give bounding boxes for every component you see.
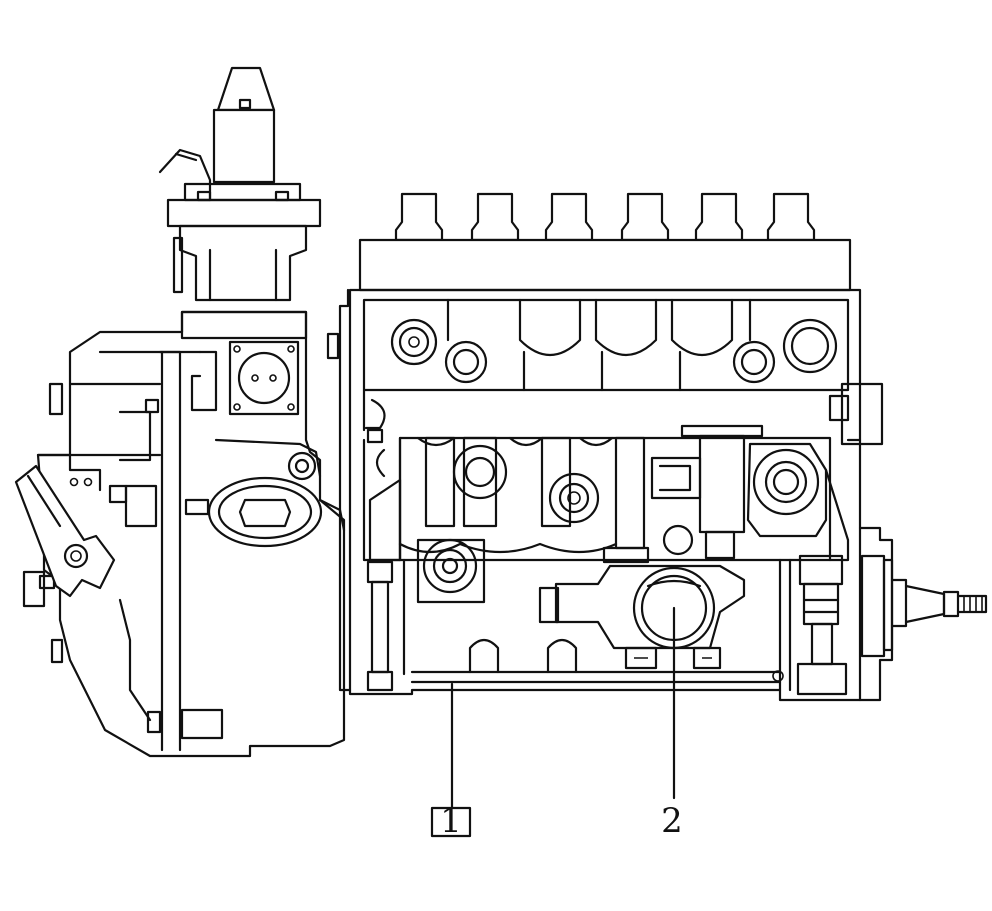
- control-lever: [14, 464, 116, 598]
- pump-body: [326, 192, 988, 702]
- actuator-tower: [158, 66, 322, 302]
- callout-2-label: 2: [661, 801, 683, 841]
- callout-2: 2: [661, 606, 683, 841]
- callout-1-label: 1: [440, 801, 462, 841]
- callout-1: 1: [430, 682, 472, 841]
- delivery-valves: [394, 192, 816, 242]
